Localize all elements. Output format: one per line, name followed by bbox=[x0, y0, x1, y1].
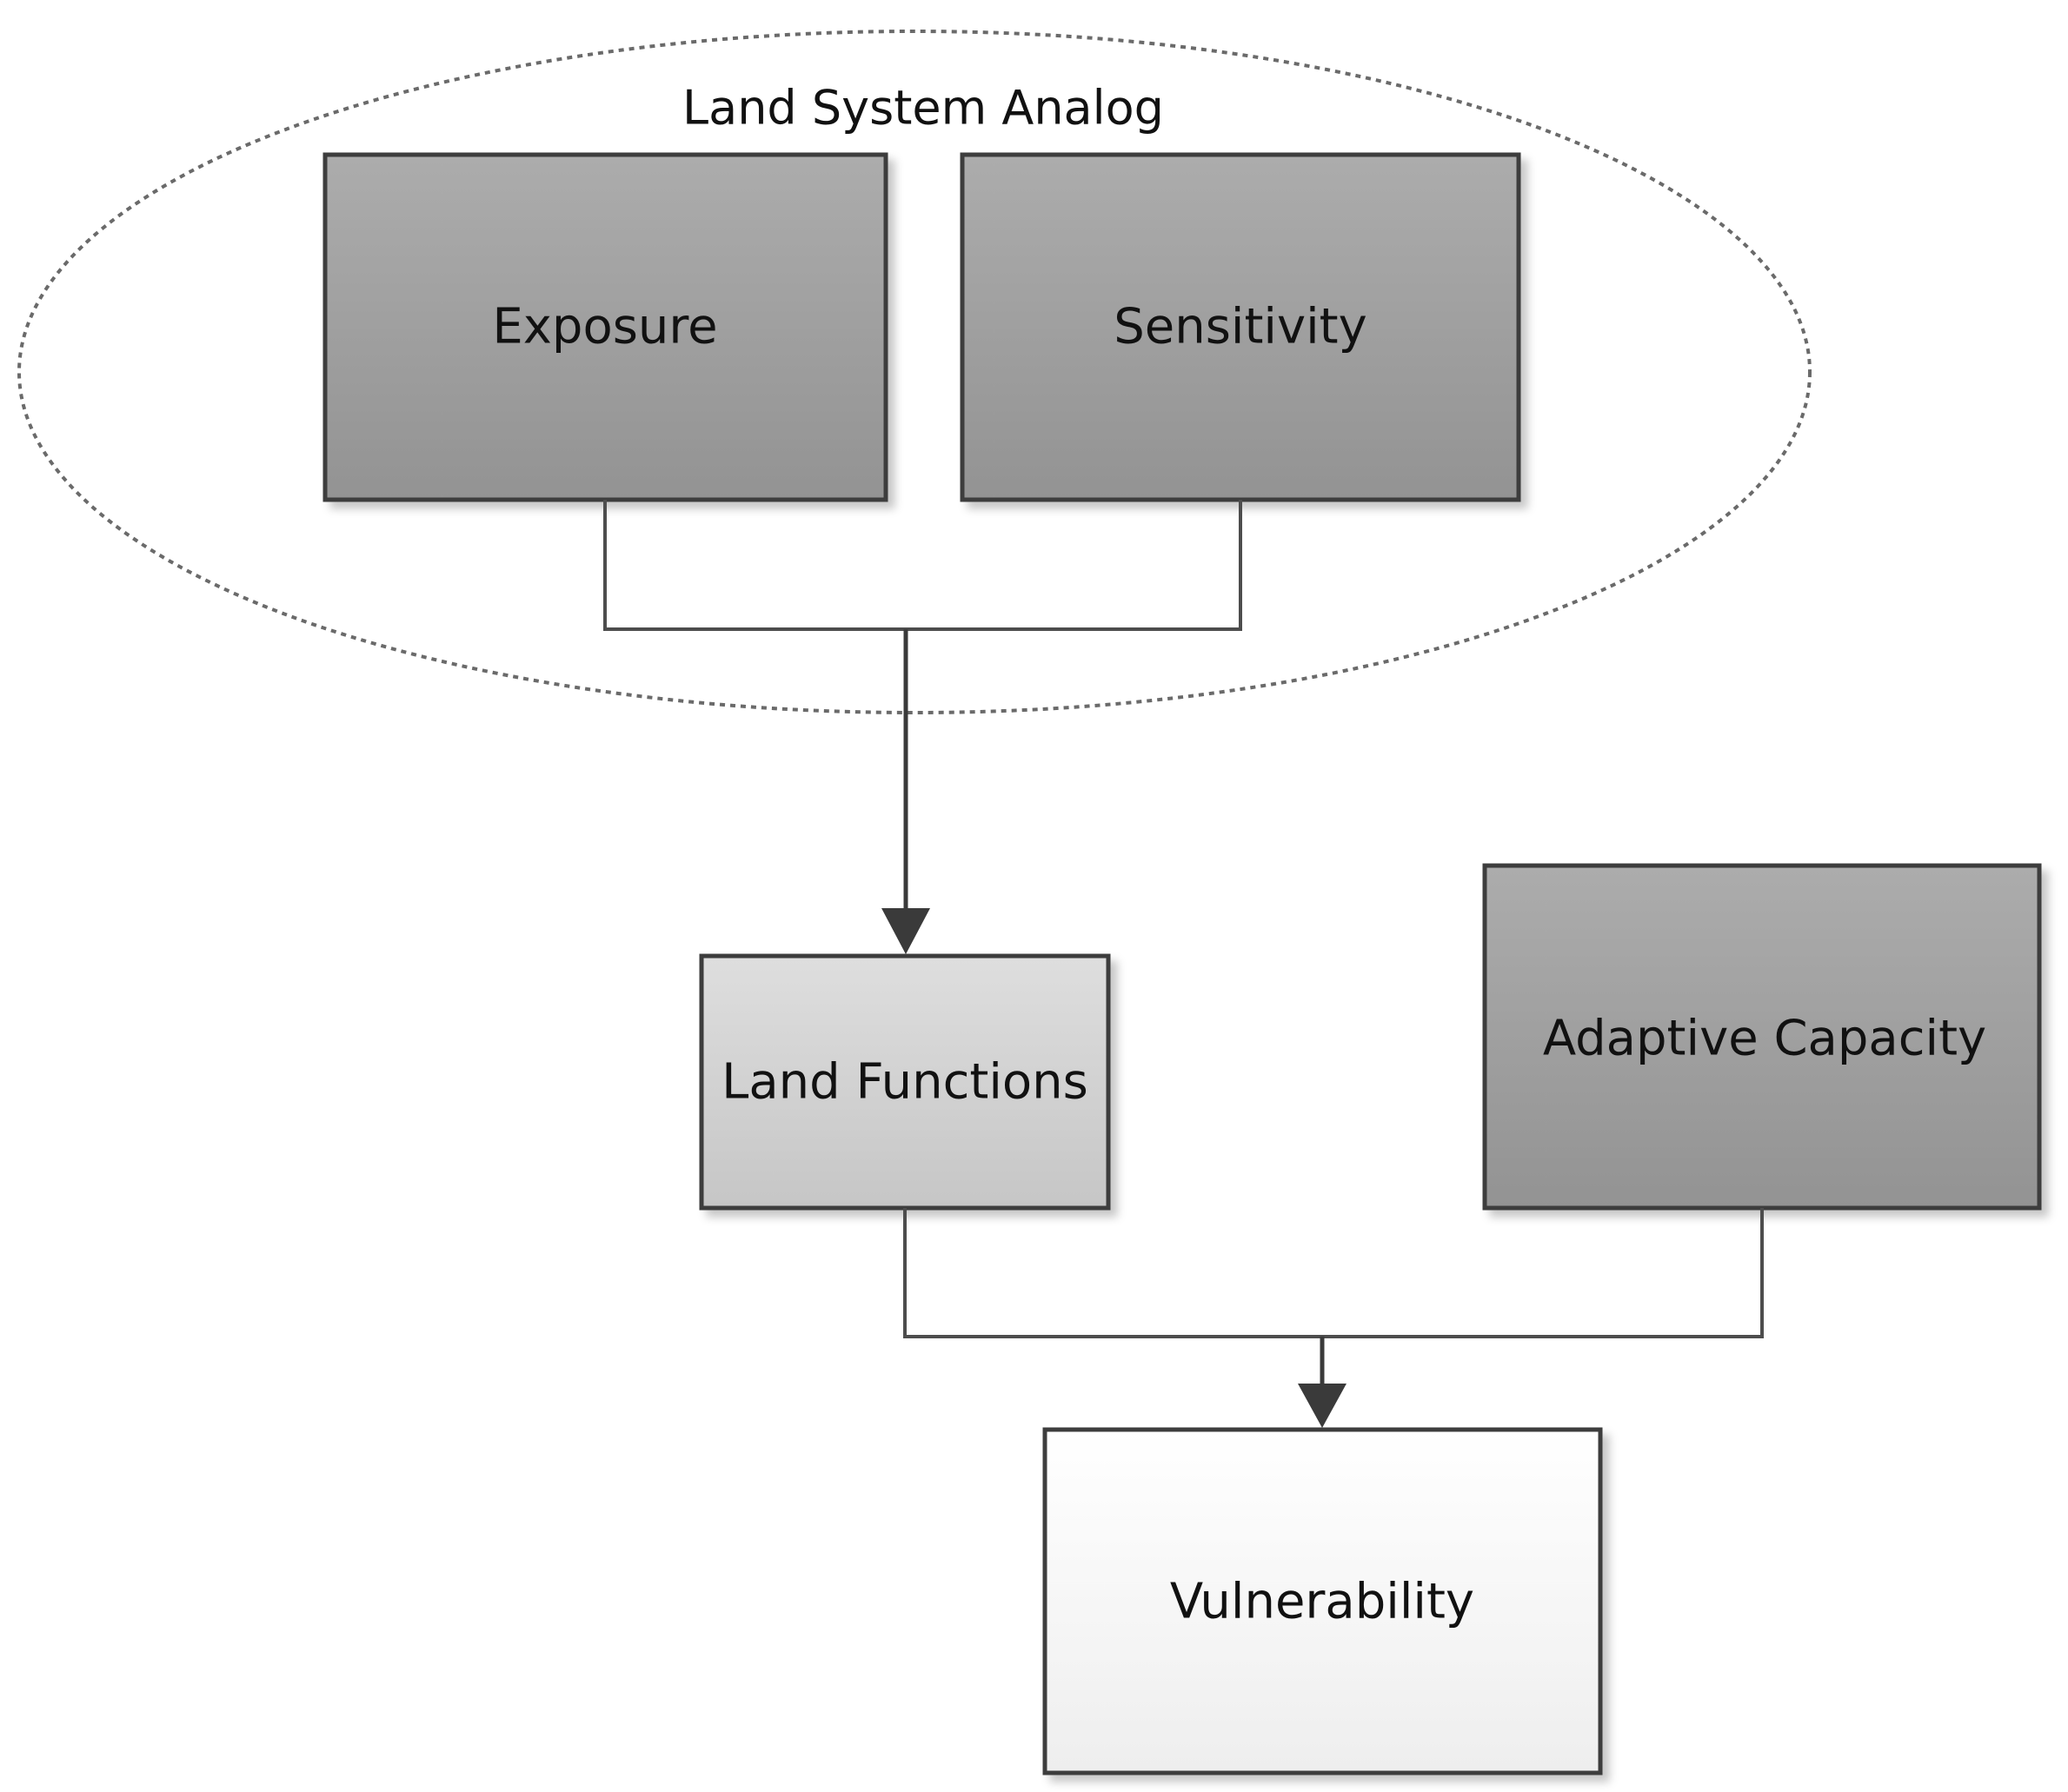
exposure-node[interactable]: Exposure bbox=[323, 152, 888, 502]
adaptive-capacity-box bbox=[1482, 863, 2042, 1211]
exposure-box bbox=[323, 152, 888, 502]
exposure-label: Exposure bbox=[492, 299, 717, 355]
land-system-analog-group: Land System Analog bbox=[17, 30, 1812, 714]
sensitivity-node[interactable]: Sensitivity bbox=[960, 152, 1521, 502]
vulnerability-box bbox=[1042, 1427, 1603, 1775]
land-functions-label: Land Functions bbox=[721, 1054, 1088, 1111]
sensitivity-box bbox=[960, 152, 1521, 502]
vulnerability-node[interactable]: Vulnerability bbox=[1042, 1427, 1603, 1775]
land-functions-box bbox=[699, 953, 1111, 1211]
group-boundary-ellipse bbox=[17, 30, 1812, 714]
exposure-sensitivity-connector bbox=[603, 500, 1242, 631]
arrowhead-icon bbox=[881, 908, 930, 954]
land-functions-node[interactable]: Land Functions bbox=[699, 953, 1111, 1211]
adaptive-capacity-node[interactable]: Adaptive Capacity bbox=[1482, 863, 2042, 1211]
functions-capacity-connector bbox=[903, 1208, 1764, 1338]
sensitivity-label: Sensitivity bbox=[1114, 299, 1367, 355]
arrow-to-vulnerability bbox=[1298, 1337, 1347, 1428]
vulnerability-label: Vulnerability bbox=[1170, 1574, 1474, 1630]
group-label: Land System Analog bbox=[682, 81, 1164, 136]
arrowhead-icon bbox=[1298, 1384, 1347, 1428]
arrow-to-land-functions bbox=[881, 629, 930, 954]
adaptive-capacity-label: Adaptive Capacity bbox=[1543, 1011, 1986, 1067]
